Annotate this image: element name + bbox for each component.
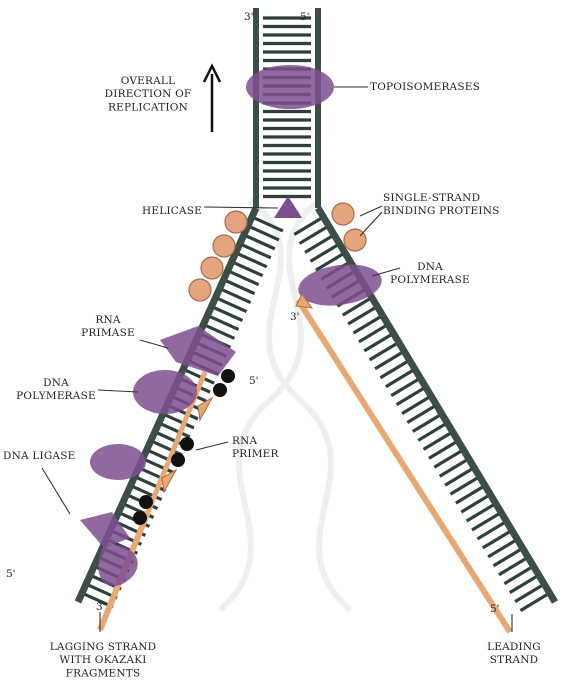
label-line: DNA	[417, 261, 443, 273]
label-line: TOPOISOMERASES	[370, 81, 480, 93]
leader-line	[360, 206, 382, 216]
label-line: POLYMERASE	[16, 390, 96, 402]
leading-strand-label: LEADINGSTRAND	[487, 641, 541, 666]
ssb-protein	[332, 203, 354, 225]
label-line: HELICASE	[142, 205, 202, 217]
label-line: DNA LIGASE	[3, 450, 75, 462]
rna-primer-bead	[139, 495, 153, 509]
leader-line	[196, 442, 228, 450]
rna-primer-bead	[171, 453, 185, 467]
label-line: REPLICATION	[108, 101, 188, 113]
label-line: PRIMER	[232, 448, 280, 460]
end-label-top-right: 5'	[300, 11, 310, 23]
label-line: PRIMASE	[81, 327, 135, 339]
label-line: BINDING PROTEINS	[383, 205, 500, 217]
end-label-lagging-left: 5'	[6, 568, 16, 580]
label-line: RNA	[95, 314, 120, 326]
label-line: SINGLE-STRAND	[383, 192, 480, 204]
helicase-label: HELICASE	[142, 205, 202, 217]
label-line: POLYMERASE	[390, 274, 470, 286]
dna-polymerase-lagging-label: DNAPOLYMERASE	[16, 377, 96, 402]
label-line: LAGGING STRAND	[50, 641, 156, 653]
leader-line	[360, 212, 382, 236]
rna-primer-bead	[213, 383, 227, 397]
label-line: OVERALL	[121, 75, 176, 87]
end-label-leading-arrow: 3'	[290, 311, 300, 323]
ssb-protein	[213, 235, 235, 257]
ssb-protein	[201, 257, 223, 279]
dna-ligase-label: DNA LIGASE	[3, 450, 75, 462]
ssb-protein	[225, 211, 247, 233]
rna-primer-bead	[221, 369, 235, 383]
label-line: LEADING	[487, 641, 541, 653]
rna-primer-bead	[180, 437, 194, 451]
topoisomerases-label: TOPOISOMERASES	[370, 81, 480, 93]
topoisomerase-shape	[246, 65, 334, 109]
label-line: DNA	[43, 377, 69, 389]
end-label-top-left: 3'	[244, 11, 254, 23]
end-label-lagging-bottom: 3'	[96, 601, 106, 613]
rna-primer-bead	[133, 511, 147, 525]
label-line: STRAND	[490, 654, 539, 666]
ssb-protein	[189, 279, 211, 301]
leader-line	[98, 390, 138, 392]
leader-line	[204, 207, 278, 208]
end-label-leading-bottom: 5'	[490, 603, 500, 615]
helicase-shape	[274, 196, 302, 218]
direction-arrow	[204, 66, 220, 132]
label-line: RNA	[232, 435, 257, 447]
end-label-primer-5: 5'	[249, 375, 259, 387]
label-line: FRAGMENTS	[66, 667, 141, 679]
dna-polymerase-lagging-shape	[133, 370, 197, 414]
label-line: DIRECTION OF	[105, 88, 192, 100]
direction-label: OVERALLDIRECTION OFREPLICATION	[105, 75, 192, 113]
dna-polymerase-lagging2-shape	[90, 444, 146, 480]
label-line: WITH OKAZAKI	[59, 654, 146, 666]
leader-line	[42, 468, 70, 514]
dna-ligase-shape	[80, 512, 130, 548]
